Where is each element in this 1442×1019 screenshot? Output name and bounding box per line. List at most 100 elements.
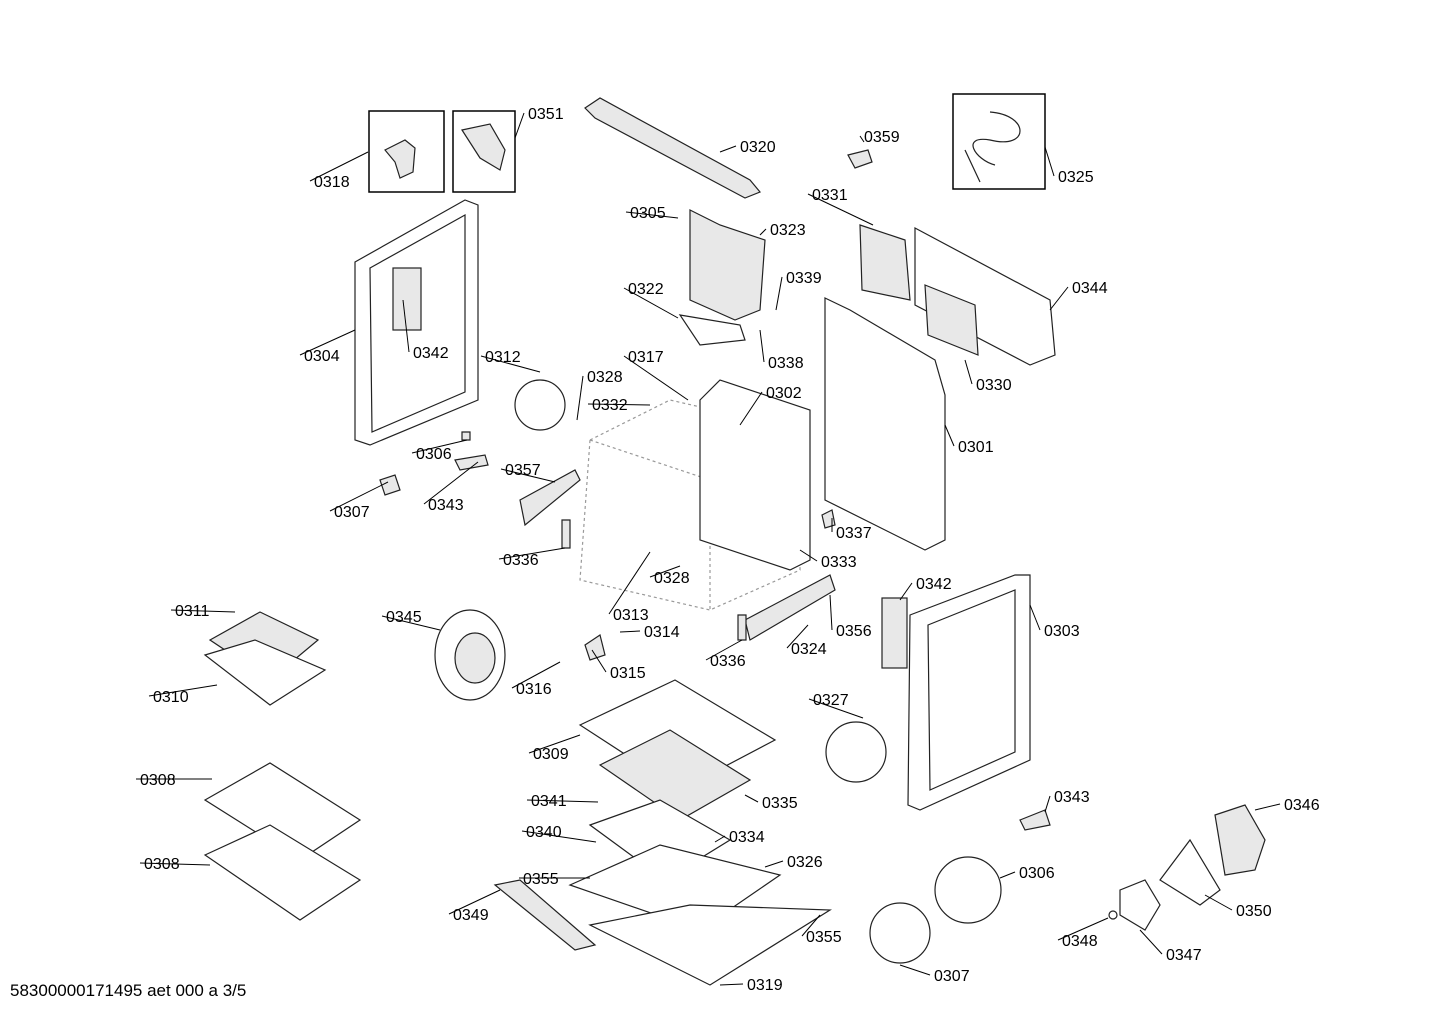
part-label-0325: 0325: [1058, 169, 1094, 186]
part-label-0337: 0337: [836, 525, 872, 542]
inset-box-0318: [368, 110, 445, 193]
bracket-0342-right: [881, 597, 908, 669]
clip-0359: [847, 149, 873, 169]
part-label-0341: 0341: [531, 793, 567, 810]
panel-0330: [924, 284, 979, 356]
leader-0302: [739, 391, 763, 426]
part-label-0310: 0310: [153, 689, 189, 706]
part-label-0308: 0308: [144, 856, 180, 873]
leader-0338: [759, 329, 765, 363]
leader-0318: [309, 151, 369, 182]
leader-0307: [329, 481, 389, 512]
leader-0336: [498, 547, 566, 560]
sensor-0337: [821, 509, 836, 529]
part-label-0334: 0334: [729, 829, 765, 846]
leader-0306: [999, 871, 1016, 879]
oven-cavity: [579, 399, 801, 611]
leader-0307: [899, 964, 931, 976]
leader-0334: [714, 835, 726, 843]
leader-0312: [480, 355, 541, 373]
part-label-0307: 0307: [334, 504, 370, 521]
leader-0340: [521, 830, 597, 843]
strip-0349: [493, 879, 597, 951]
leader-0343: [423, 461, 479, 505]
side-panel-inner-0303: [927, 589, 1016, 791]
leader-0333: [799, 549, 818, 562]
leader-0315: [591, 649, 607, 673]
clip-0336-right: [737, 614, 747, 641]
part-label-0348: 0348: [1062, 933, 1098, 950]
part-label-0314: 0314: [644, 624, 680, 641]
part-label-0356: 0356: [836, 623, 872, 640]
top-bracket-0320: [584, 97, 761, 199]
leader-0339: [775, 276, 783, 311]
leader-0319: [719, 983, 744, 986]
cavity-seal-0333: [699, 379, 811, 571]
hinge-0343-left: [454, 454, 489, 471]
leader-0314: [619, 630, 641, 633]
part-label-0327: 0327: [813, 692, 849, 709]
leader-0335: [744, 794, 759, 803]
part-label-0322: 0322: [628, 281, 664, 298]
part-label-0324: 0324: [791, 641, 827, 658]
leader-0324: [786, 624, 809, 649]
rear-cover-0344: [914, 227, 1056, 366]
part-label-0319: 0319: [747, 977, 783, 994]
part-label-0355: 0355: [523, 871, 559, 888]
leader-0342: [402, 299, 410, 353]
part-label-0320: 0320: [740, 139, 776, 156]
leader-0342: [899, 582, 913, 601]
leader-0348: [1057, 917, 1109, 941]
part-label-0346: 0346: [1284, 797, 1320, 814]
part-label-0313: 0313: [613, 607, 649, 624]
part-label-0347: 0347: [1166, 947, 1202, 964]
document-id: 58300000171495 aet 000 a 3/5: [10, 981, 247, 1000]
part-label-0350: 0350: [1236, 903, 1272, 920]
rail-0357: [519, 469, 581, 527]
hinge-0343-right: [1019, 809, 1051, 831]
leader-0320: [719, 145, 737, 153]
leader-0304: [299, 329, 356, 356]
part-label-0351: 0351: [528, 106, 564, 123]
leader-0326: [764, 860, 784, 868]
heater-0335: [598, 729, 752, 821]
part-label-0317: 0317: [628, 349, 664, 366]
part-label-0344: 0344: [1072, 280, 1108, 297]
leader-0344: [1049, 286, 1069, 311]
leader-0311: [170, 609, 236, 613]
bracket-0342-left: [392, 267, 422, 331]
part-label-0343: 0343: [1054, 789, 1090, 806]
part-label-0336: 0336: [710, 653, 746, 670]
leader-0310: [148, 684, 218, 697]
leader-0359: [859, 135, 865, 143]
leader-0316: [511, 661, 561, 689]
part-label-0305: 0305: [630, 205, 666, 222]
switch-part-0318: [384, 139, 416, 179]
part-label-0340: 0340: [526, 824, 562, 841]
detail-circle-0312: [514, 379, 566, 431]
leader-0331: [807, 193, 874, 226]
part-label-0302: 0302: [766, 385, 802, 402]
part-label-0328: 0328: [654, 570, 690, 587]
clip-0336-left: [561, 519, 571, 549]
leader-0322: [623, 287, 679, 319]
leader-0328: [649, 565, 681, 578]
part-label-0342: 0342: [916, 576, 952, 593]
detail-circle-0327: [825, 721, 887, 783]
leader-0323: [759, 228, 767, 236]
part-label-0307: 0307: [934, 968, 970, 985]
motor-0346: [1214, 804, 1266, 876]
part-label-0303: 0303: [1044, 623, 1080, 640]
leader-0327: [808, 698, 864, 719]
part-label-0359: 0359: [864, 129, 900, 146]
part-label-0349: 0349: [453, 907, 489, 924]
lamp-0315: [584, 634, 606, 661]
leader-0325: [1044, 146, 1055, 177]
part-label-0301: 0301: [958, 439, 994, 456]
leader-0313: [608, 551, 651, 615]
part-label-0323: 0323: [770, 222, 806, 239]
rack-0308-lower: [203, 824, 362, 921]
inset-box-0351: [452, 110, 516, 193]
